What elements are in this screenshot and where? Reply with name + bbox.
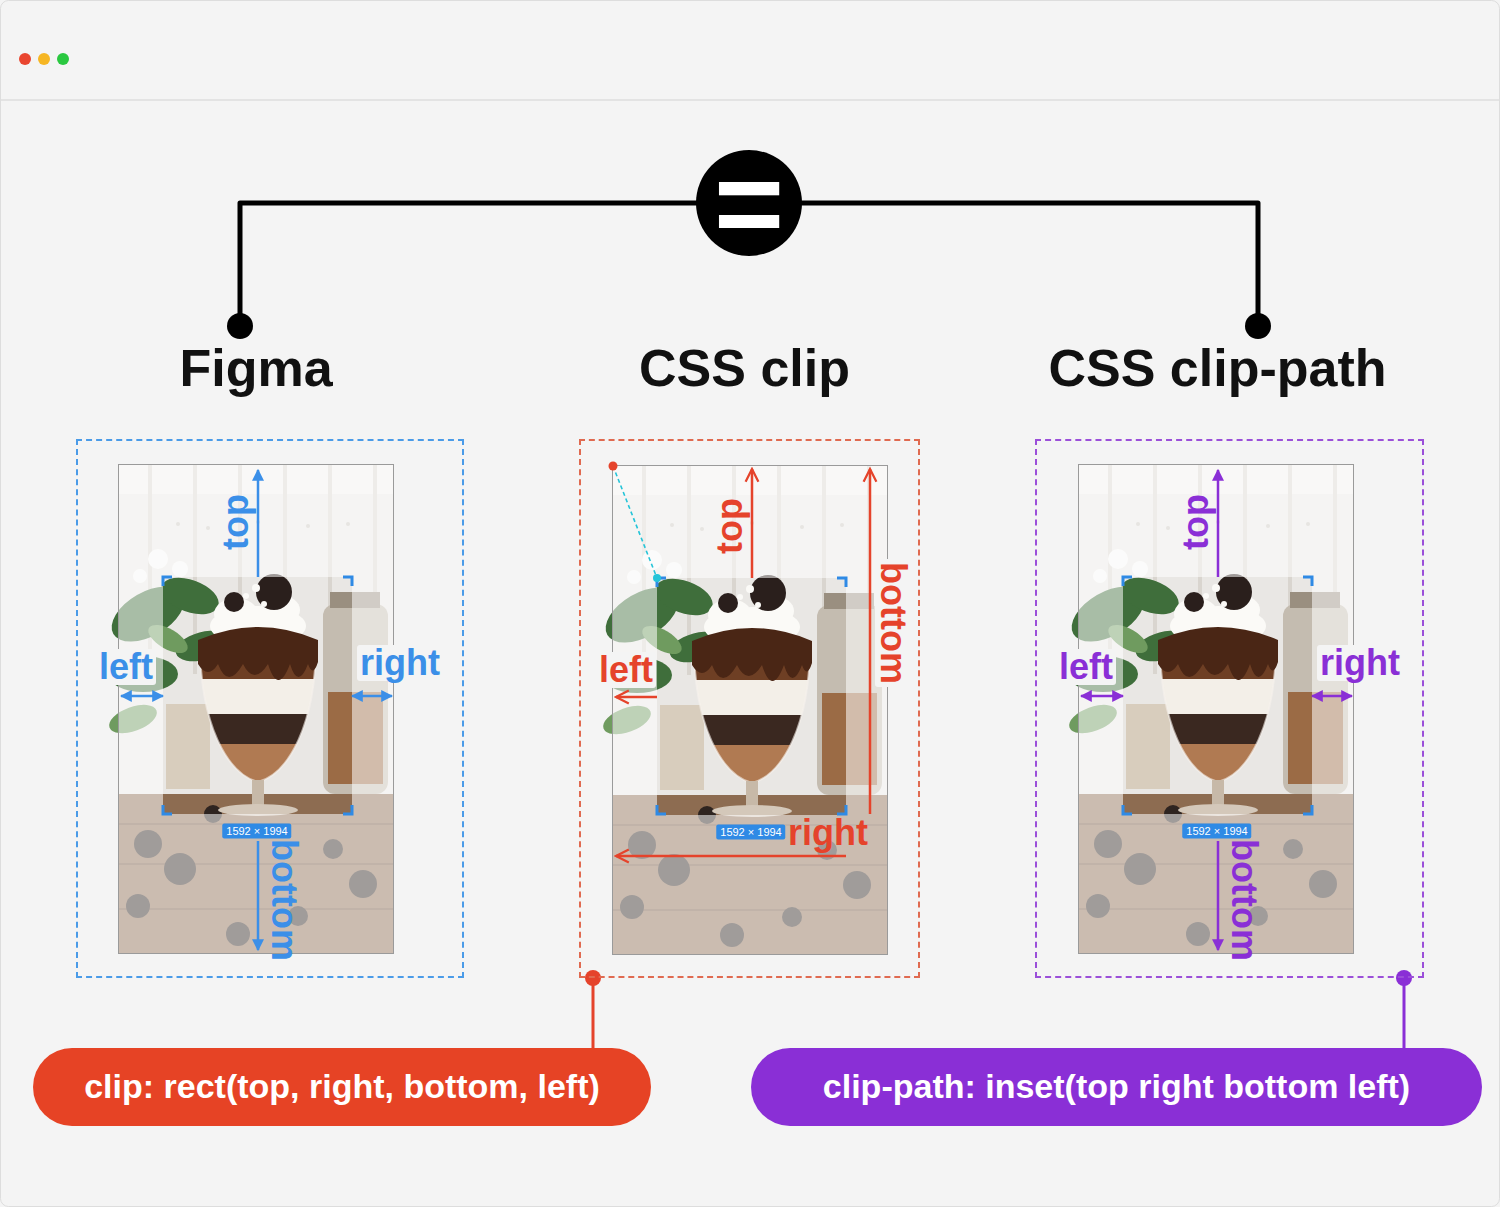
photo-figma [102,464,394,954]
dashed-panel-border [579,439,920,978]
size-badge: 1592 × 1994 [1182,824,1251,839]
photo-clip-path [1062,464,1354,954]
dimension-label: bottom [875,559,911,687]
figma-arrows [121,470,392,950]
dimension-label: bottom [1226,839,1262,961]
panel-heading: CSS clip-path [1023,340,1412,397]
equals-sign: = [714,143,784,263]
code-text: clip-path: inset(top right bottom left) [823,1067,1410,1106]
dimension-label: right [357,645,443,681]
connector-dot [585,970,601,986]
equals-badge: = [696,150,802,256]
dimension-label: top [218,494,254,550]
dimension-label: bottom [266,839,302,961]
connector-line [1403,978,1406,1048]
size-badge: 1592 × 1994 [716,825,785,840]
clip-path-arrows [1081,470,1352,950]
dimension-label: right [1317,645,1403,681]
connector-dot [227,313,253,339]
dimension-label: left [1056,649,1116,685]
dimension-label: right [788,815,868,851]
dimension-label: left [96,649,156,685]
connector-dot [1245,313,1271,339]
crop-handles [163,577,1312,814]
connector-line [592,978,595,1048]
dimension-label: left [596,652,656,688]
photo-clip [596,465,888,955]
panel-heading: Figma [62,340,450,397]
code-pill: clip: rect(top, right, bottom, left) [33,1048,651,1126]
dimension-label: top [1178,494,1214,550]
clip-origin-leader [609,462,662,583]
code-text: clip: rect(top, right, bottom, left) [84,1067,600,1106]
panel-heading: CSS clip [574,340,915,397]
connector-dot [1396,970,1412,986]
code-pill: clip-path: inset(top right bottom left) [751,1048,1482,1126]
dimension-label: top [712,498,748,554]
size-badge: 1592 × 1994 [222,824,291,839]
